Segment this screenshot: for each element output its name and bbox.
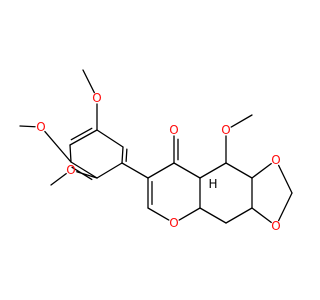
bond-line [69, 144, 72, 163]
bond-a5-a6 [121, 146, 128, 164]
bond-cH2-oF [277, 192, 293, 222]
bond-line [121, 162, 149, 179]
bond-line [173, 162, 201, 179]
bond-line [50, 172, 67, 186]
bond-line [71, 166, 93, 181]
bond-oD-m4 [230, 114, 253, 128]
atoms-layer: O O O O O O O O H [36, 91, 280, 233]
bond-line [277, 164, 293, 194]
bond-c4-oRing [178, 207, 201, 221]
molecule-structure-canvas: O O O O O O O O H [19, 69, 293, 233]
bond-oB-a3 [44, 130, 72, 163]
bond-line [44, 130, 72, 163]
bond-line [178, 207, 201, 221]
bond-a1-a2 [69, 127, 98, 146]
bond-line [82, 69, 95, 94]
atom-label-oxygen: O [66, 163, 75, 177]
bond-a2-a3 [69, 144, 72, 163]
bond-line [147, 162, 175, 179]
bond-m3-oC [50, 172, 67, 186]
bond-oE-cH2 [277, 164, 293, 194]
atom-label-oxygen: O [169, 123, 178, 137]
bond-line [199, 207, 227, 224]
atom-label-hydrogen: H [208, 177, 217, 191]
bond-line [96, 129, 124, 148]
bond-a5-c1 [121, 162, 149, 179]
bond-line [199, 162, 227, 179]
bond-d2-d3 [225, 162, 253, 179]
bond-line [225, 207, 253, 224]
bond-line [125, 148, 128, 162]
bond-line [147, 207, 170, 221]
bond-c2-c3 [173, 162, 201, 179]
bond-line [230, 114, 253, 128]
bond-m2-oB [19, 125, 36, 128]
bond-line [225, 162, 253, 179]
bonds-layer [19, 69, 293, 224]
bond-line [69, 129, 98, 146]
atom-label-oxygen: O [271, 219, 280, 233]
bond-c2-oCarbonyl [173, 135, 179, 164]
bond-c6-c1 [147, 177, 153, 209]
bond-line [251, 162, 272, 179]
bond-oRing-c6 [147, 207, 170, 221]
bond-a4-a5 [96, 162, 123, 179]
atom-label-oxygen: O [92, 91, 101, 105]
bond-line [277, 192, 293, 222]
bond-a3-a4 [70, 161, 98, 181]
bond-line [121, 146, 124, 164]
atom-label-oxygen: O [169, 216, 178, 230]
atom-label-oxygen: O [271, 153, 280, 167]
bond-oF-d4 [251, 207, 272, 224]
bond-line [19, 125, 36, 128]
bond-line [251, 207, 272, 224]
bond-line [70, 161, 98, 179]
bond-d1-d2 [199, 162, 227, 179]
bond-d4-d5 [225, 207, 253, 224]
bond-a6-a1 [96, 129, 124, 148]
atom-label-oxygen: O [36, 120, 45, 134]
atom-label-oxygen: O [221, 123, 230, 137]
bond-d3-oE [251, 162, 272, 179]
bond-m1-oA [82, 69, 95, 94]
bond-d5-d6 [199, 207, 227, 224]
bond-c1-c2 [147, 162, 175, 179]
bond-line [70, 127, 93, 141]
bond-line [96, 162, 123, 179]
